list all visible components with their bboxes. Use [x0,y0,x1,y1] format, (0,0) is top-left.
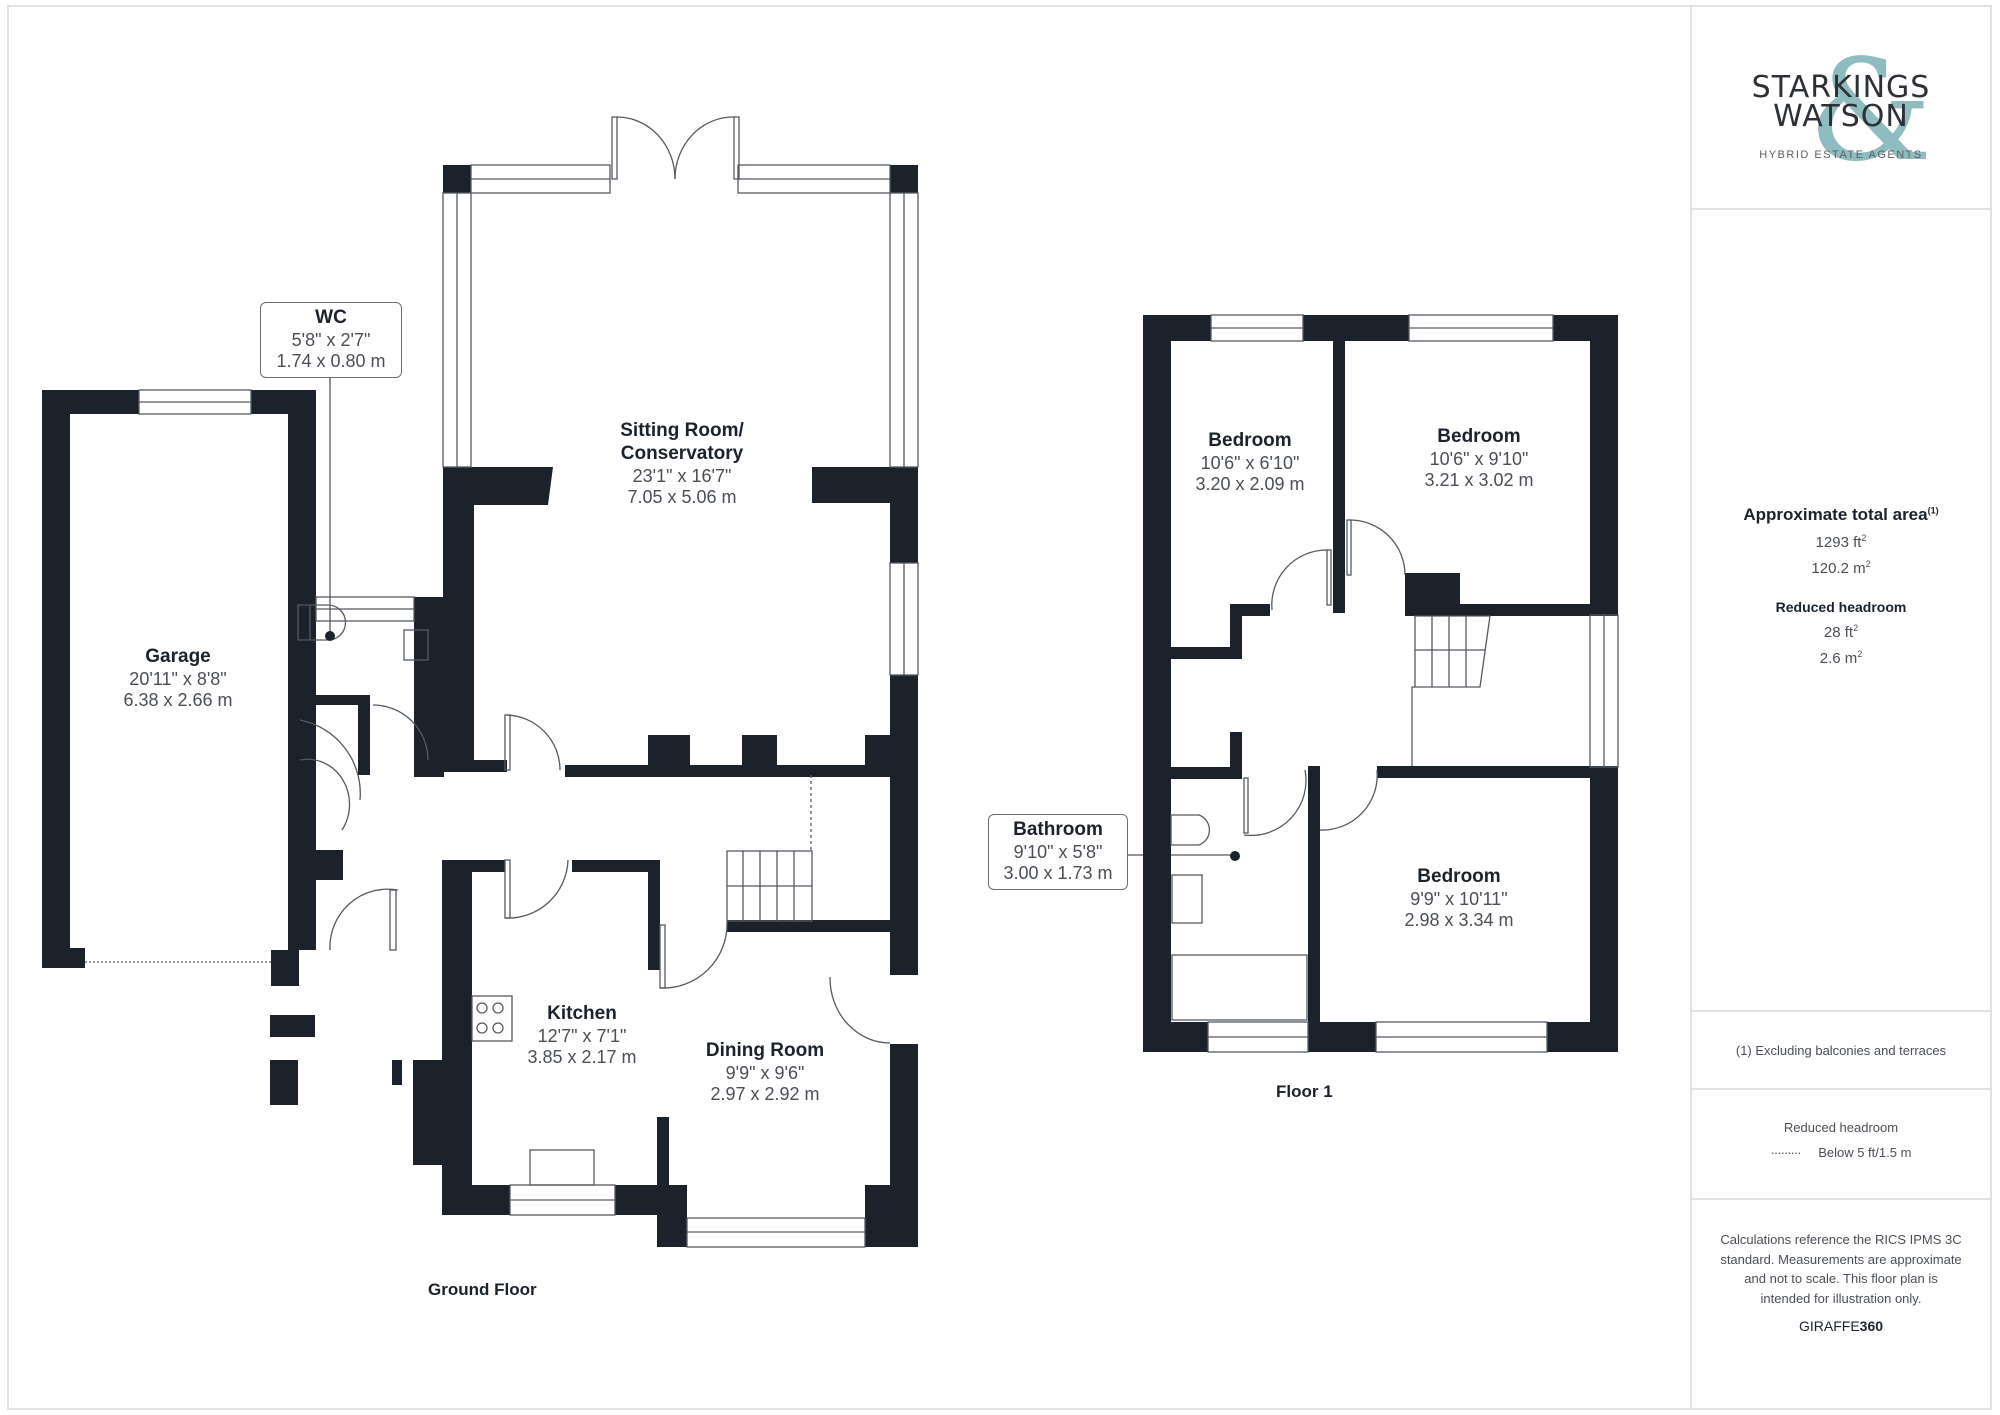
room-label-bedroom-1: Bedroom 10'6" x 6'10" 3.20 x 2.09 m [1195,430,1304,496]
page-frame [7,5,1992,1410]
room-callout-wc: WC 5'8" x 2'7" 1.74 x 0.80 m [260,302,402,378]
reduced-headroom-m-value: 2.6 m [1819,650,1858,667]
room-dim-imperial: 12'7" x 7'1" [537,1025,627,1046]
room-name: Dining Room [705,1040,825,1061]
reduced-headroom-heading: Reduced headroom [1775,599,1907,615]
room-name: Bedroom [1417,866,1501,887]
sidebar-divider [1692,1088,1992,1090]
headroom-legend: Reduced headroom ········· Below 5 ft/1.… [1690,1120,1992,1160]
callout-leaders [329,375,1143,856]
room-dim-metric: 6.38 x 2.66 m [123,690,233,711]
sidebar-divider [1692,1010,1992,1012]
room-label-sitting-room: Sitting Room/ Conservatory 23'1" x 16'7"… [620,420,743,509]
total-area-ft-value: 1293 ft [1815,534,1862,551]
area-summary: Approximate total area(1) 1293 ft2 120.2… [1690,505,1992,667]
room-name: Sitting Room/ [620,420,744,441]
room-name: Garage [145,646,211,667]
room-dim-imperial: 10'6" x 6'10" [1200,452,1300,473]
room-name-line2: Conservatory [620,442,744,464]
reduced-headroom-ft-value: 28 ft [1823,624,1854,641]
room-dim-metric: 7.05 x 5.06 m [627,487,737,508]
floor-title-ground: Ground Floor [428,1280,537,1299]
disclaimer-block: Calculations reference the RICS IPMS 3C … [1690,1230,1992,1334]
floor-plan-drawing [42,116,1619,1248]
room-callout-bathroom: Bathroom 9'10" x 5'8" 3.00 x 1.73 m [988,814,1128,890]
room-dim-imperial: 9'9" x 9'6" [725,1062,805,1083]
room-label-dining-room: Dining Room 9'9" x 9'6" 2.97 x 2.92 m [706,1040,824,1106]
footnote-text: (1) Excluding balconies and terraces [1735,1043,1947,1058]
total-area-ft: 1293 ft2 [1690,533,1992,551]
total-area-heading: Approximate total area(1) [1690,505,1992,525]
logo-tagline: HYBRID ESTATE AGENTS [1759,149,1923,161]
room-dim-imperial: 20'11" x 8'8" [129,668,227,689]
room-label-kitchen: Kitchen 12'7" x 7'1" 3.85 x 2.17 m [527,1003,636,1069]
room-dim-metric: 1.74 x 0.80 m [276,351,386,372]
room-name: Bedroom [1437,426,1521,447]
room-name: Bedroom [1208,430,1292,451]
provider-name-part1: GIRAFFE [1798,1318,1860,1334]
legend-row: ········· Below 5 ft/1.5 m [1690,1145,1992,1160]
room-name: Kitchen [547,1003,617,1024]
dotted-line-sample-icon: ········· [1770,1145,1802,1160]
footnote-ref: (1) [1927,505,1939,516]
disclaimer-text: Calculations reference the RICS IPMS 3C … [1720,1232,1962,1306]
room-label-garage: Garage 20'11" x 8'8" 6.38 x 2.66 m [123,646,232,712]
room-name: Bathroom [1013,819,1103,840]
squared-sup: 2 [1857,649,1863,659]
provider-brand: GIRAFFE360 [1690,1318,1992,1334]
squared-sup: 2 [1865,559,1871,569]
room-dim-imperial: 5'8" x 2'7" [291,329,371,350]
room-dim-metric: 3.85 x 2.17 m [527,1047,637,1068]
sidebar-divider [1692,208,1992,210]
room-dim-metric: 3.00 x 1.73 m [1003,863,1113,884]
squared-sup: 2 [1861,533,1867,543]
legend-title: Reduced headroom [1783,1120,1899,1135]
total-area-label: Approximate total area [1743,505,1928,524]
room-dim-metric: 2.98 x 3.34 m [1404,910,1514,931]
room-dim-metric: 3.20 x 2.09 m [1195,474,1305,495]
logo-text-line1: STARKINGS [1751,70,1931,105]
room-label-bedroom-3: Bedroom 9'9" x 10'11" 2.98 x 3.34 m [1404,866,1513,932]
reduced-headroom-m: 2.6 m2 [1690,649,1992,667]
squared-sup: 2 [1853,623,1859,633]
room-dim-metric: 3.21 x 3.02 m [1424,470,1534,491]
reduced-headroom-ft: 28 ft2 [1690,623,1992,641]
walls [42,165,1618,1247]
room-dim-imperial: 9'10" x 5'8" [1013,841,1103,862]
windows-and-fixtures [85,116,1619,1248]
room-dim-imperial: 9'9" x 10'11" [1410,888,1508,909]
agent-logo: & STARKINGS WATSON HYBRID ESTATE AGENTS [1690,30,1992,182]
total-area-m: 120.2 m2 [1690,559,1992,577]
total-area-m-value: 120.2 m [1811,560,1866,577]
provider-name-part2: 360 [1859,1318,1884,1334]
legend-description: Below 5 ft/1.5 m [1818,1145,1912,1160]
sidebar-divider [1692,1198,1992,1200]
ampersand-logo-mark: & [1808,30,1933,193]
logo-text-line2: WATSON [1773,98,1909,134]
room-name: WC [315,307,347,328]
room-dim-imperial: 10'6" x 9'10" [1429,448,1529,469]
info-sidebar [1690,5,1992,1410]
room-dim-metric: 2.97 x 2.92 m [710,1084,820,1105]
floor-title-floor-1: Floor 1 [1276,1082,1333,1101]
wc-marker-dot [325,631,335,641]
room-label-bedroom-2: Bedroom 10'6" x 9'10" 3.21 x 3.02 m [1424,426,1533,492]
bathroom-marker-dot [1230,851,1240,861]
room-dim-imperial: 23'1" x 16'7" [632,465,732,486]
